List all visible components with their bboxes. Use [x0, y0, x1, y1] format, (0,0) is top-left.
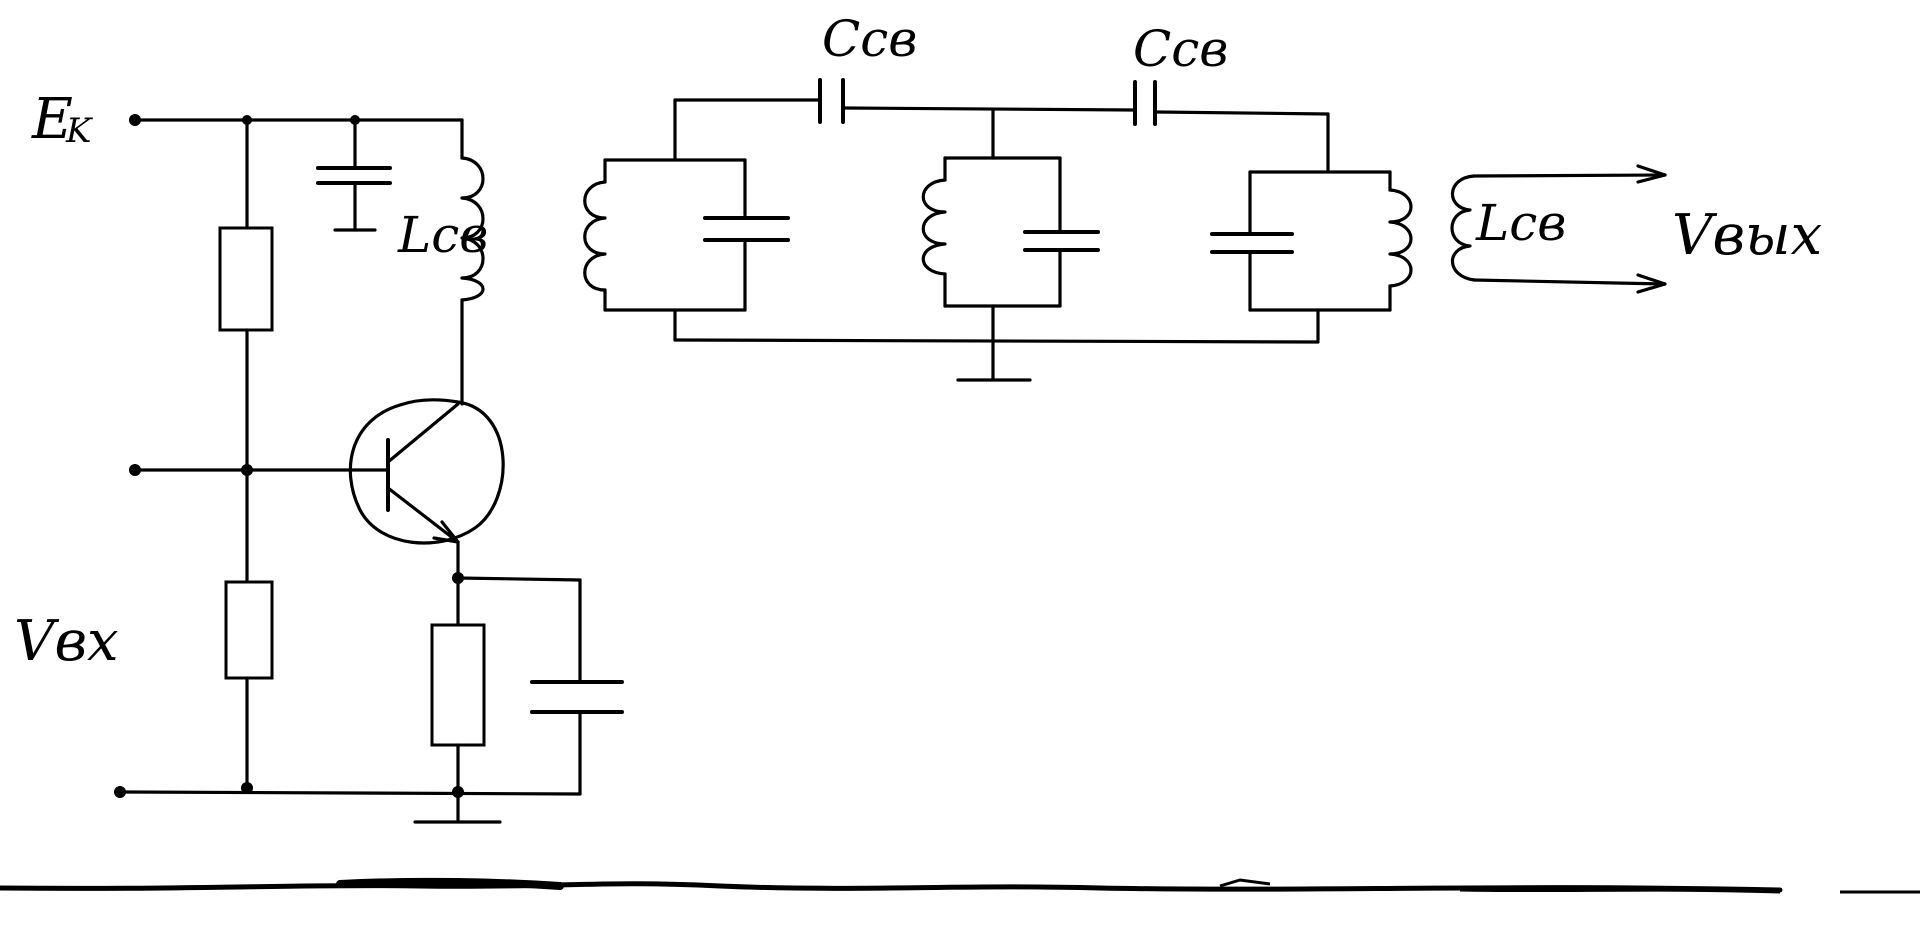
bottom-edge-stroke	[0, 877, 1920, 894]
filter-ground	[673, 338, 1320, 382]
output-voltage-label: Vвых	[1672, 203, 1822, 268]
emitter-resistor	[430, 623, 486, 747]
upper-bias-resistor	[218, 226, 274, 332]
coupling-capacitor-label-2: Ссв	[1133, 20, 1228, 78]
bias-divider	[218, 118, 274, 788]
input-voltage-label: Vвх	[14, 609, 119, 674]
supply-rail	[129, 114, 464, 126]
lower-bias-resistor	[224, 580, 274, 680]
coupling-capacitor-label-1: Ссв	[822, 10, 917, 68]
ground-rail	[114, 782, 582, 824]
emitter-network	[430, 540, 624, 822]
tank-circuit-2	[921, 108, 1100, 342]
coupling-line	[673, 78, 1330, 174]
coupling-inductor-label-right: Lсв	[1475, 194, 1566, 252]
tank-circuit-3	[1210, 170, 1413, 342]
output-coil	[1450, 164, 1667, 294]
supply-subscript: K	[65, 111, 94, 151]
supply-decoupling-capacitor	[316, 118, 392, 232]
tank-circuit-1	[583, 158, 790, 342]
supply-label: E	[31, 87, 73, 152]
collector-inductor	[460, 118, 485, 406]
input-line	[129, 464, 390, 476]
